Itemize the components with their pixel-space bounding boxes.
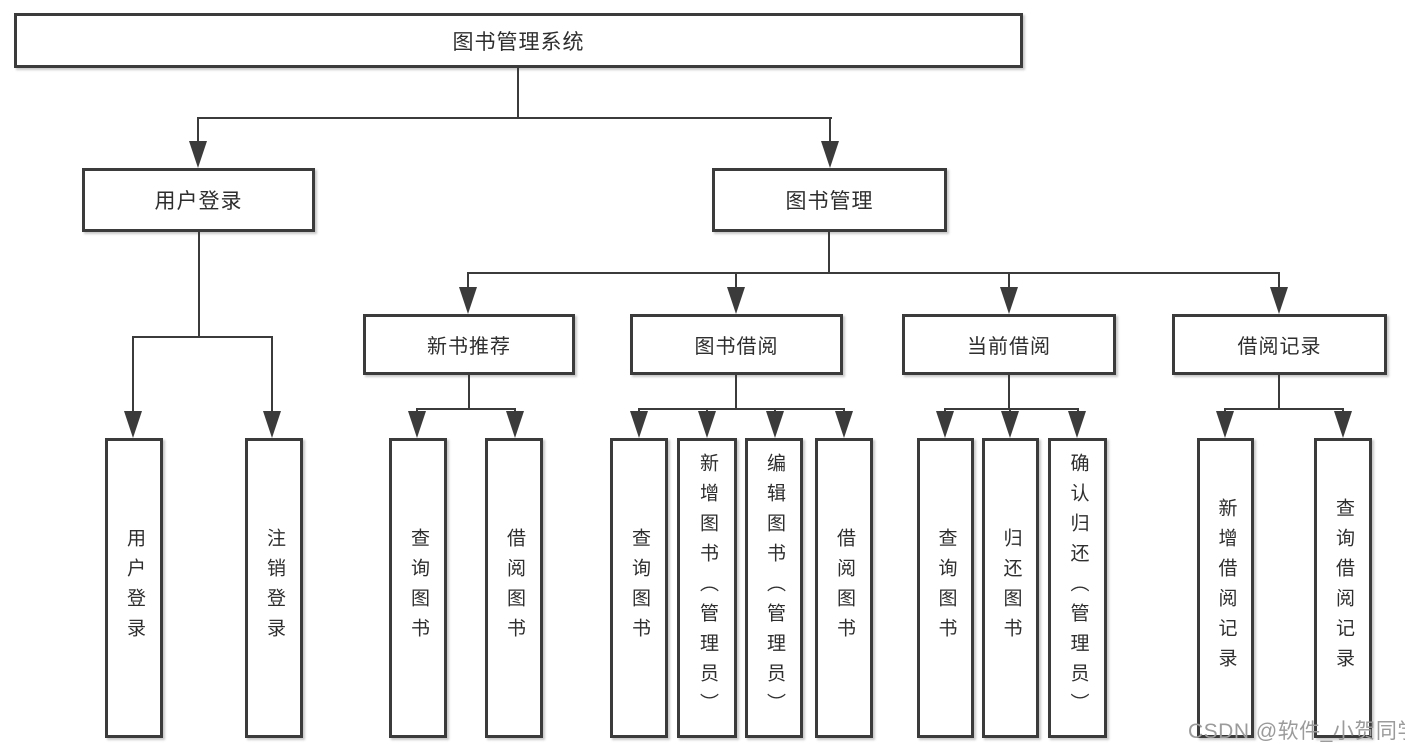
leaf-return-book: 归还图书 bbox=[982, 438, 1039, 738]
leaf-user-login: 用户登录 bbox=[105, 438, 163, 738]
connector-line bbox=[638, 408, 845, 410]
leaf-label: 归还图书 bbox=[1000, 528, 1022, 648]
leaf-label: 注销登录 bbox=[263, 528, 285, 648]
node-book-management: 图书管理 bbox=[712, 168, 947, 232]
arrow-down-icon bbox=[263, 411, 281, 438]
leaf-query-books-recommend: 查询图书 bbox=[389, 438, 447, 738]
connector-line bbox=[829, 117, 831, 150]
leaf-query-books-borrow: 查询图书 bbox=[610, 438, 668, 738]
connector-line bbox=[1008, 375, 1010, 409]
connector-line bbox=[197, 117, 199, 150]
leaf-add-book-admin: 新增图书（管理员） bbox=[677, 438, 737, 738]
leaf-label: 查询借阅记录 bbox=[1332, 498, 1354, 678]
arrow-down-icon bbox=[1000, 287, 1018, 314]
leaf-label: 编辑图书（管理员） bbox=[763, 453, 785, 723]
leaf-add-borrow-record: 新增借阅记录 bbox=[1197, 438, 1254, 738]
connector-line bbox=[735, 272, 737, 292]
arrow-down-icon bbox=[698, 411, 716, 438]
connector-line bbox=[468, 272, 1280, 274]
connector-line bbox=[198, 232, 200, 337]
leaf-label: 新增借阅记录 bbox=[1215, 498, 1237, 678]
arrow-down-icon bbox=[459, 287, 477, 314]
leaf-label: 借阅图书 bbox=[503, 528, 525, 648]
arrow-down-icon bbox=[506, 411, 524, 438]
leaf-label: 确认归还（管理员） bbox=[1067, 453, 1089, 723]
leaf-edit-book-admin: 编辑图书（管理员） bbox=[745, 438, 803, 738]
leaf-query-books-current: 查询图书 bbox=[917, 438, 974, 738]
arrow-down-icon bbox=[936, 411, 954, 438]
arrow-down-icon bbox=[189, 141, 207, 168]
connector-line bbox=[197, 117, 832, 119]
leaf-query-borrow-record: 查询借阅记录 bbox=[1314, 438, 1372, 738]
arrow-down-icon bbox=[766, 411, 784, 438]
node-user-login: 用户登录 bbox=[82, 168, 315, 232]
arrow-down-icon bbox=[408, 411, 426, 438]
connector-line bbox=[1224, 408, 1344, 410]
node-root-system: 图书管理系统 bbox=[14, 13, 1023, 68]
connector-line bbox=[416, 408, 516, 410]
node-borrow-records: 借阅记录 bbox=[1172, 314, 1387, 375]
connector-line bbox=[1008, 272, 1010, 292]
leaf-logout-login: 注销登录 bbox=[245, 438, 303, 738]
connector-line bbox=[1278, 272, 1280, 292]
arrow-down-icon bbox=[727, 287, 745, 314]
connector-line bbox=[735, 375, 737, 409]
node-current-borrow: 当前借阅 bbox=[902, 314, 1116, 375]
connector-line bbox=[1278, 375, 1280, 409]
connector-line bbox=[468, 375, 470, 409]
node-book-borrow: 图书借阅 bbox=[630, 314, 843, 375]
connector-line bbox=[944, 408, 1079, 410]
leaf-label: 查询图书 bbox=[628, 528, 650, 648]
arrow-down-icon bbox=[1216, 411, 1234, 438]
leaf-borrow-books-borrow: 借阅图书 bbox=[815, 438, 873, 738]
leaf-label: 查询图书 bbox=[935, 528, 957, 648]
connector-line bbox=[517, 67, 519, 118]
leaf-label: 新增图书（管理员） bbox=[696, 453, 718, 723]
arrow-down-icon bbox=[835, 411, 853, 438]
node-new-book-recommend: 新书推荐 bbox=[363, 314, 575, 375]
arrow-down-icon bbox=[124, 411, 142, 438]
leaf-confirm-return-admin: 确认归还（管理员） bbox=[1048, 438, 1107, 738]
connector-line bbox=[132, 336, 134, 416]
arrow-down-icon bbox=[821, 141, 839, 168]
arrow-down-icon bbox=[1270, 287, 1288, 314]
leaf-label: 查询图书 bbox=[407, 528, 429, 648]
arrow-down-icon bbox=[630, 411, 648, 438]
arrow-down-icon bbox=[1001, 411, 1019, 438]
leaf-label: 借阅图书 bbox=[833, 528, 855, 648]
arrow-down-icon bbox=[1334, 411, 1352, 438]
connector-line bbox=[132, 336, 273, 338]
watermark: CSDN @软件_小贺同学 bbox=[1188, 720, 1405, 743]
connector-line bbox=[467, 272, 469, 292]
connector-line bbox=[828, 232, 830, 273]
connector-line bbox=[271, 336, 273, 416]
leaf-borrow-books-recommend: 借阅图书 bbox=[485, 438, 543, 738]
arrow-down-icon bbox=[1068, 411, 1086, 438]
leaf-label: 用户登录 bbox=[123, 528, 145, 648]
